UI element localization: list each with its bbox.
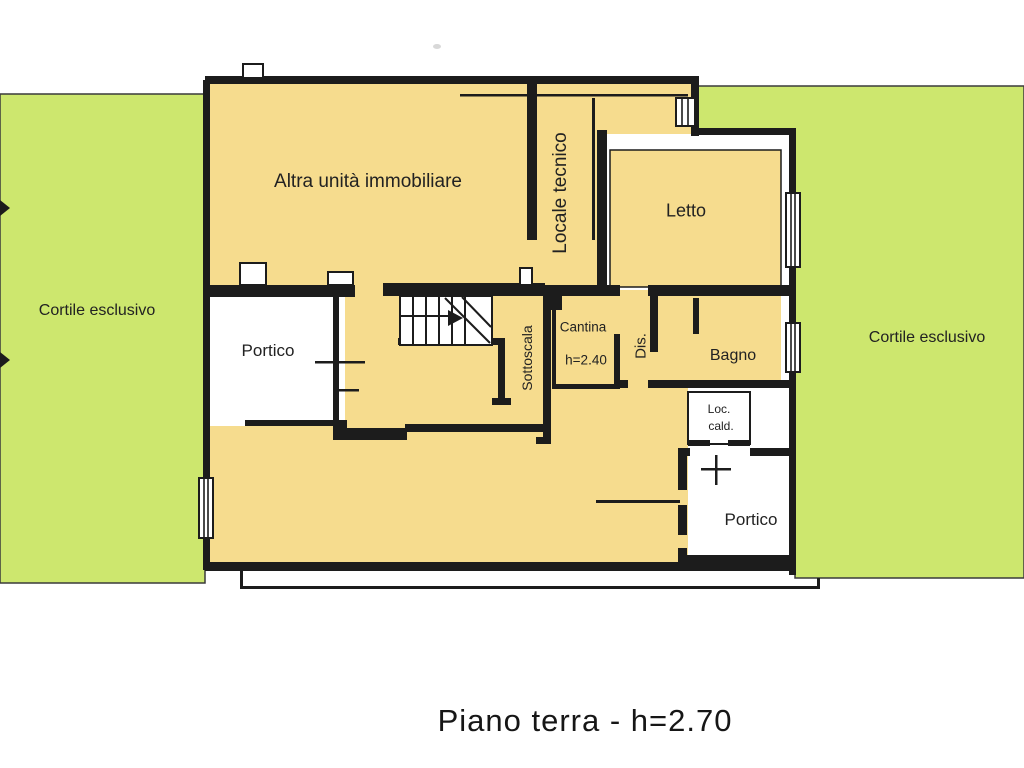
- interior-walls: [205, 82, 796, 565]
- window-top-wall: [675, 97, 696, 127]
- room-label-altra-unita: Altra unità immobiliare: [274, 171, 462, 192]
- staircase: [399, 295, 493, 346]
- room-fill-altra-unita: [209, 82, 691, 290]
- room-label-bagno: Bagno: [709, 347, 757, 364]
- window-letto: [785, 192, 801, 268]
- room-label-letto: Letto: [665, 200, 707, 221]
- room-label-locale-tecnico: Locale tecnico: [550, 132, 571, 254]
- room-label-loc-cald-2: cald.: [708, 419, 734, 433]
- room-label-portico-left: Portico: [241, 341, 295, 360]
- plan-title: Piano terra - h=2.70: [437, 703, 733, 738]
- room-fill-letto: [609, 149, 782, 288]
- edge-arrow-icon: [0, 352, 10, 368]
- boiler-room-outline: [687, 391, 751, 445]
- stair-direction-arrow-icon: [448, 310, 463, 326]
- edge-arrow-icon: [0, 200, 10, 216]
- room-fill-living-kitchen: [209, 388, 688, 566]
- window-bagno: [785, 322, 801, 373]
- room-label-loc-cald-1: Loc.: [707, 402, 731, 416]
- room-label-cantina-height: h=2.40: [565, 352, 607, 368]
- room-label-dis: Dis.: [632, 333, 650, 359]
- room-label-sottoscala: Sottoscala: [519, 325, 535, 391]
- room-label-portico-right: Portico: [724, 510, 778, 529]
- area-label-cortile-right: Cortile esclusivo: [868, 329, 986, 346]
- room-label-cantina: Cantina: [559, 319, 607, 335]
- window-left-wall: [198, 477, 214, 539]
- courtyard-left: [0, 93, 206, 584]
- area-label-cortile-left: Cortile esclusivo: [38, 302, 156, 319]
- exterior-step: [240, 570, 820, 589]
- scan-smudge: [433, 44, 441, 49]
